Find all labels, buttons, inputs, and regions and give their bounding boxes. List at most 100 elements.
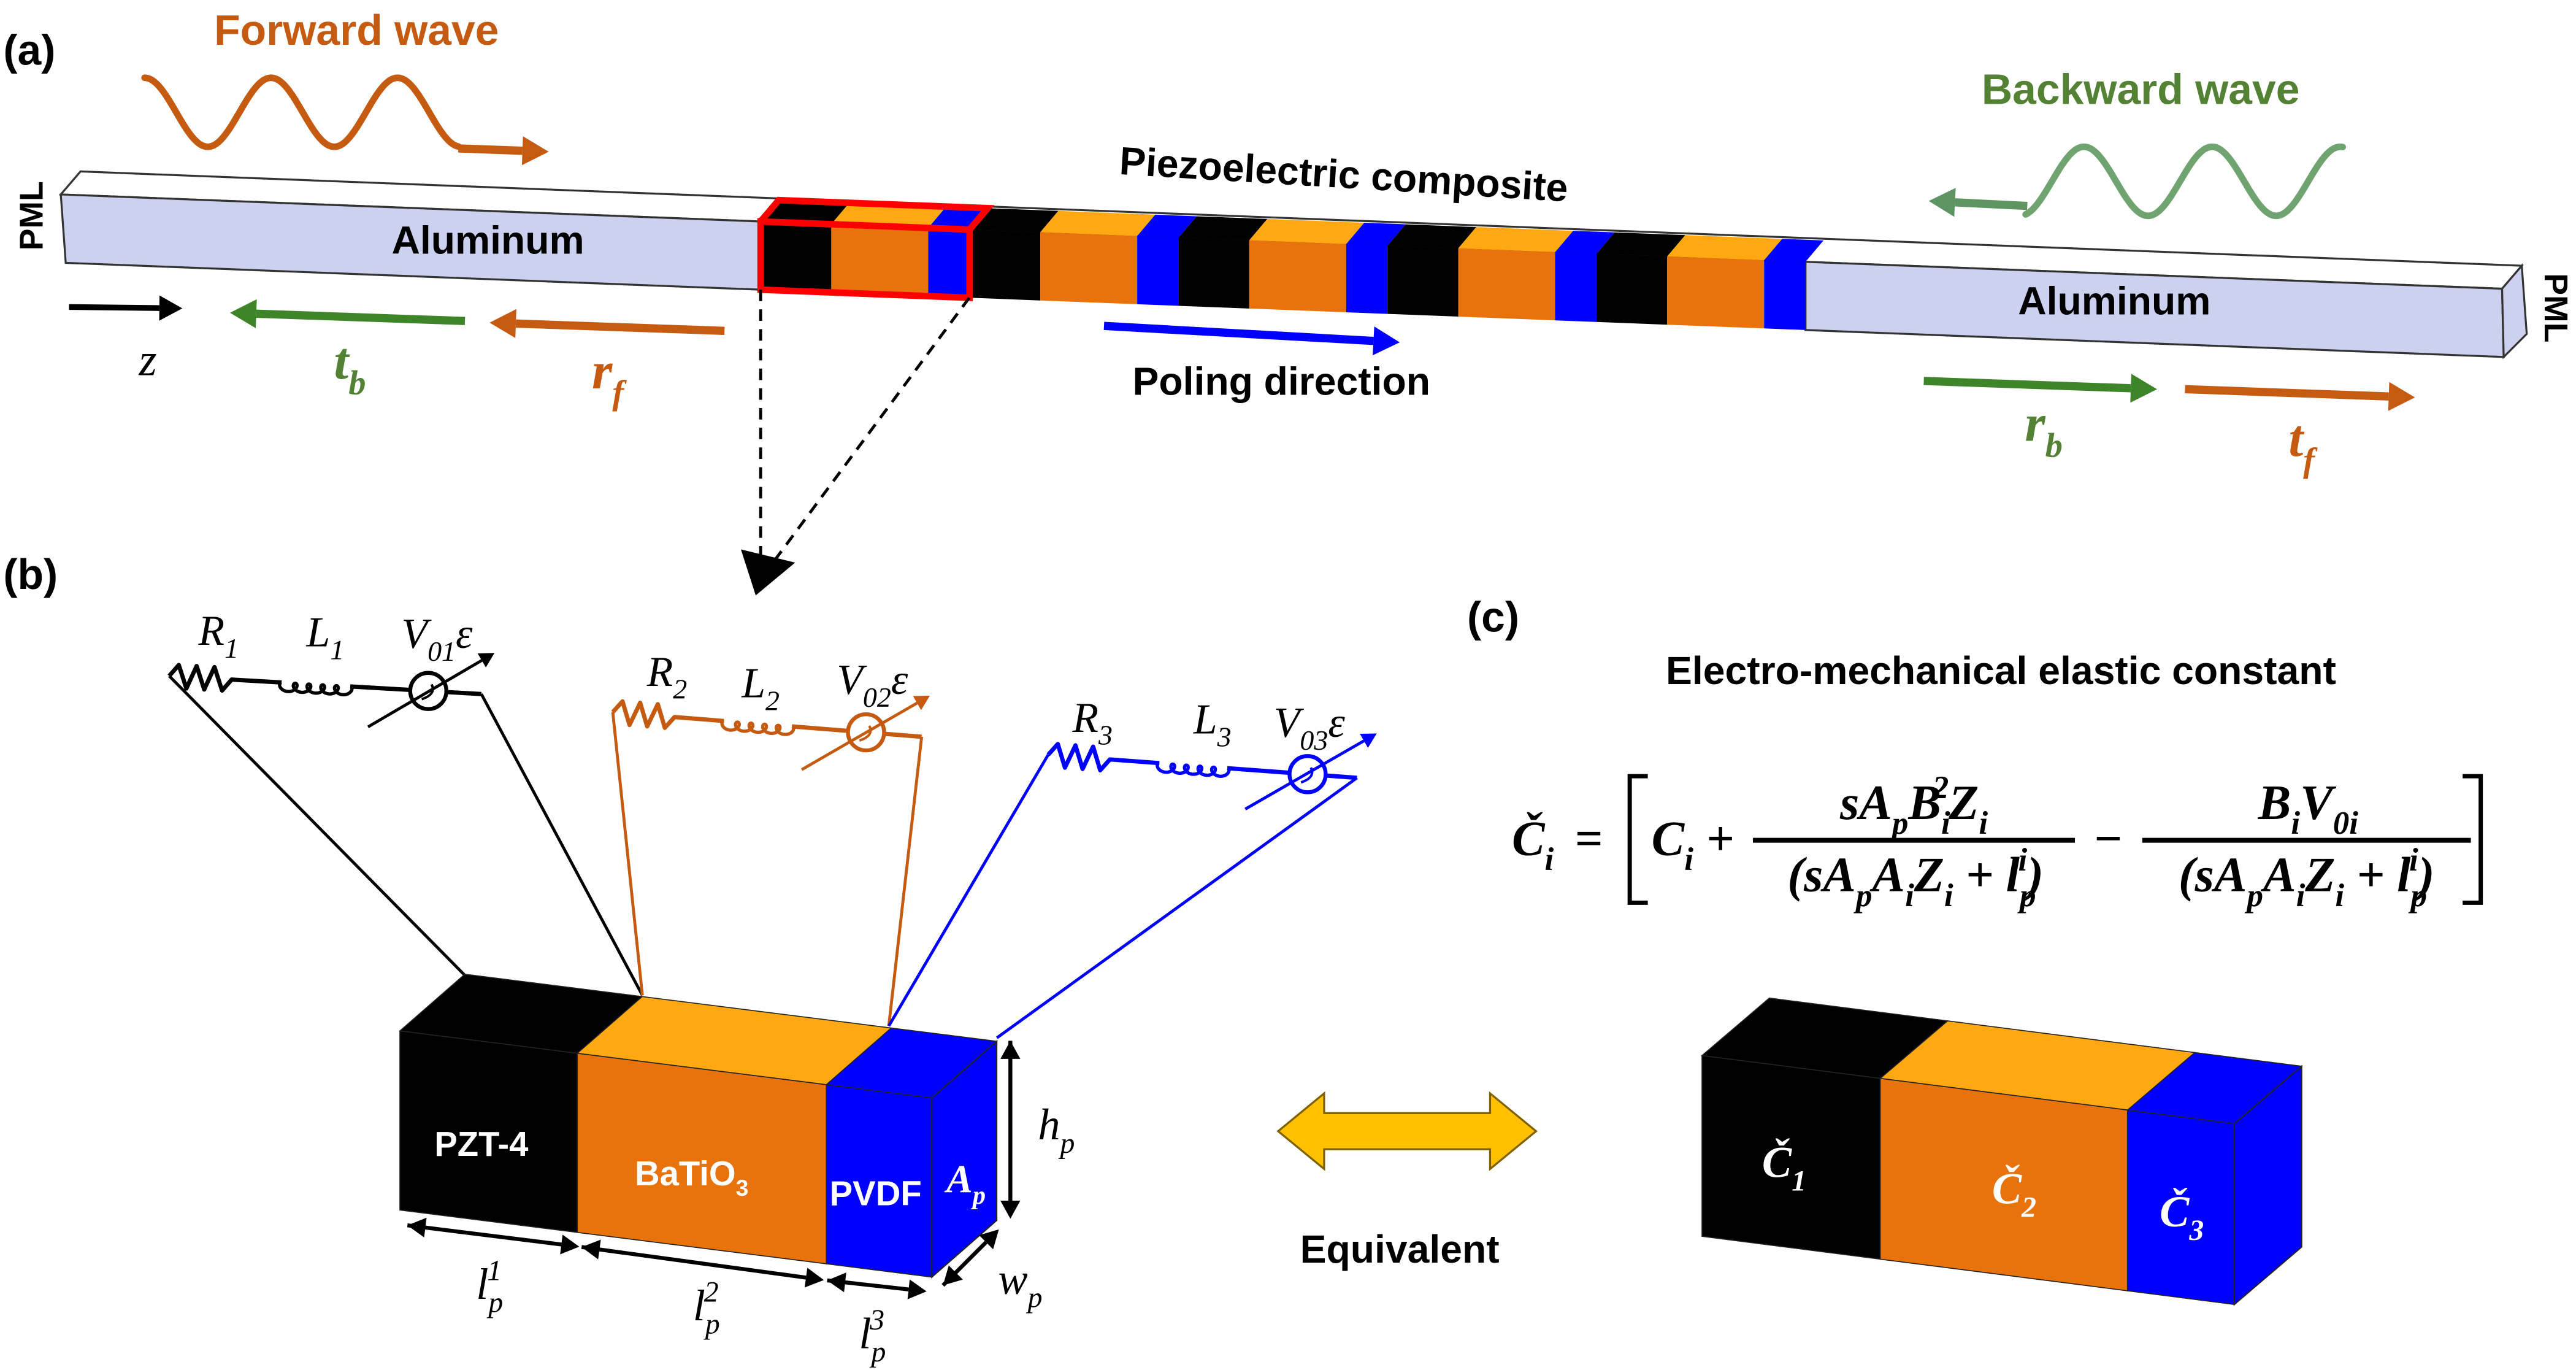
block-c3-label: Č3 <box>2160 1187 2204 1247</box>
equivalent-label: Equivalent <box>1300 1227 1500 1271</box>
transmission-forward-label: tf <box>2288 409 2318 480</box>
length-2-dimension-arrow-head <box>804 1268 824 1288</box>
panel-label-a: (a) <box>3 26 55 74</box>
variable-source-arrow-icon-shaft <box>800 701 918 771</box>
variable-source-arrow-icon <box>367 653 495 728</box>
reflection-backward-arrow-head <box>2130 374 2157 403</box>
aluminum-left-label: Aluminum <box>391 218 584 262</box>
zoom-arrowhead-icon <box>741 549 795 596</box>
forward-wave-arrow-head <box>521 136 549 166</box>
circuit-3 <box>887 742 1358 1039</box>
circuit-2-inductor-label: L2 <box>741 660 780 717</box>
circuit-3-resistor-label: R3 <box>1071 695 1113 751</box>
composite-layer-front <box>1387 245 1459 317</box>
composite-layer-front <box>1178 237 1249 309</box>
length-2-dimension-arrow-tail-head <box>581 1239 601 1260</box>
inductor-icon <box>278 680 354 697</box>
composite-layer-top <box>1667 235 1782 261</box>
length-2-dimension-arrow-shaft <box>581 1245 807 1280</box>
reflection-forward-arrow-shaft <box>515 319 725 335</box>
height-dimension-arrow-tail-head <box>1000 1041 1021 1059</box>
poling-direction-arrow <box>1103 321 1400 356</box>
composite-layer-top <box>969 208 1059 233</box>
voltage-source-symbol <box>1300 767 1314 784</box>
variable-source-arrow-icon-shaft <box>1244 739 1365 810</box>
resistor-icon <box>611 699 724 730</box>
equation-numerator-1: sApBi2Zi <box>1839 770 1988 841</box>
panel-label-c: (c) <box>1467 593 1519 641</box>
block-c2-label: Č2 <box>1992 1164 2036 1224</box>
equation-minus: − <box>2093 812 2123 866</box>
equation-plus: + <box>1706 812 1735 866</box>
inductor-icon <box>720 719 795 736</box>
length-1-dimension-arrow-head <box>560 1234 580 1255</box>
composite-label: Piezoelectric composite <box>1118 139 1569 210</box>
z-axis-arrow-head <box>159 295 183 321</box>
composite-layer-front <box>969 229 1041 301</box>
variable-source-arrow-icon-shaft <box>367 659 483 728</box>
composite-layer-front <box>1458 248 1555 321</box>
length-1-label: lp1 <box>476 1255 503 1319</box>
poling-direction-label: Poling direction <box>1132 360 1430 404</box>
forward-wave-label: Forward wave <box>214 6 499 54</box>
z-axis-arrow <box>69 295 183 321</box>
unit-cell-block <box>399 974 998 1279</box>
circuit-1-inductor-label: L1 <box>305 609 344 666</box>
height-dimension-arrow <box>1000 1041 1021 1219</box>
composite-layer-top <box>1458 227 1573 252</box>
circuit-wire <box>350 684 482 696</box>
composite-layer-front <box>1597 253 1668 325</box>
equivalent-double-arrow-icon <box>1276 1091 1538 1171</box>
composite-layer-front <box>1667 256 1765 329</box>
equivalent-block-labels: Č1 Č2 Č3 <box>1762 1138 2204 1247</box>
length-3-label: lp3 <box>859 1304 886 1368</box>
circuit-1-source-label: V01ε <box>402 610 473 667</box>
material-batio3-label: BaTiO3 <box>635 1154 748 1201</box>
composite-layer-front <box>928 228 970 298</box>
composite-layer-front <box>1555 252 1597 322</box>
reflection-forward-arrow <box>489 309 725 338</box>
composite-layer-top <box>1137 214 1197 238</box>
equivalent-block <box>1701 997 2303 1306</box>
block-c1-label: Č1 <box>1762 1138 1806 1198</box>
circuit-2 <box>611 699 924 1026</box>
height-label: hp <box>1038 1100 1075 1160</box>
circuit-2-source-label: V02ε <box>837 656 908 713</box>
length-2-dimension-arrow <box>581 1239 824 1288</box>
area-label: Ap <box>944 1157 986 1210</box>
voltage-source-symbol <box>421 683 434 701</box>
transmission-backward-arrow <box>230 299 466 328</box>
composite-layer-top <box>1249 218 1365 244</box>
variable-source-arrow-icon-head <box>477 653 495 668</box>
length-1-dimension-arrow <box>407 1217 580 1255</box>
poling-direction-arrow-shaft <box>1103 321 1374 345</box>
composite-layer-top <box>1555 231 1615 254</box>
circuit-lead-left <box>887 754 1050 1027</box>
circuit-wire <box>791 724 922 739</box>
width-dimension-arrow-tail-head <box>943 1265 963 1285</box>
inductor-icon <box>1156 761 1231 778</box>
reflection-backward-arrow-shaft <box>1923 377 2131 393</box>
equation-right-bracket <box>2463 774 2483 905</box>
circuit-1-resistor-label: R1 <box>197 607 239 664</box>
circuit-wire <box>1227 766 1357 780</box>
circuit-lead-left <box>611 712 644 996</box>
variable-source-arrow-icon-head <box>1360 733 1377 748</box>
pml-right-end-face <box>2501 263 2528 360</box>
backward-wave-arrow <box>1928 188 2028 217</box>
transmission-forward-arrow-head <box>2388 382 2415 411</box>
transmission-backward-arrow-shaft <box>256 309 466 325</box>
reflection-backward-arrow <box>1923 374 2157 403</box>
composite-layer-front <box>1137 236 1179 306</box>
circuit-3-inductor-label: L3 <box>1193 696 1232 753</box>
equation-numerator-2: BiV0i <box>2258 775 2358 841</box>
backward-wave-label: Backward wave <box>1982 66 2300 114</box>
variable-source-arrow-icon <box>800 695 930 771</box>
transmission-backward-label: tb <box>334 332 366 402</box>
composite-layer-top <box>1178 216 1268 241</box>
resistor-icon <box>1046 742 1160 772</box>
pml-right-label: PML <box>2537 273 2574 342</box>
forward-wave-icon <box>141 74 462 150</box>
composite-layer-top <box>1040 210 1156 236</box>
